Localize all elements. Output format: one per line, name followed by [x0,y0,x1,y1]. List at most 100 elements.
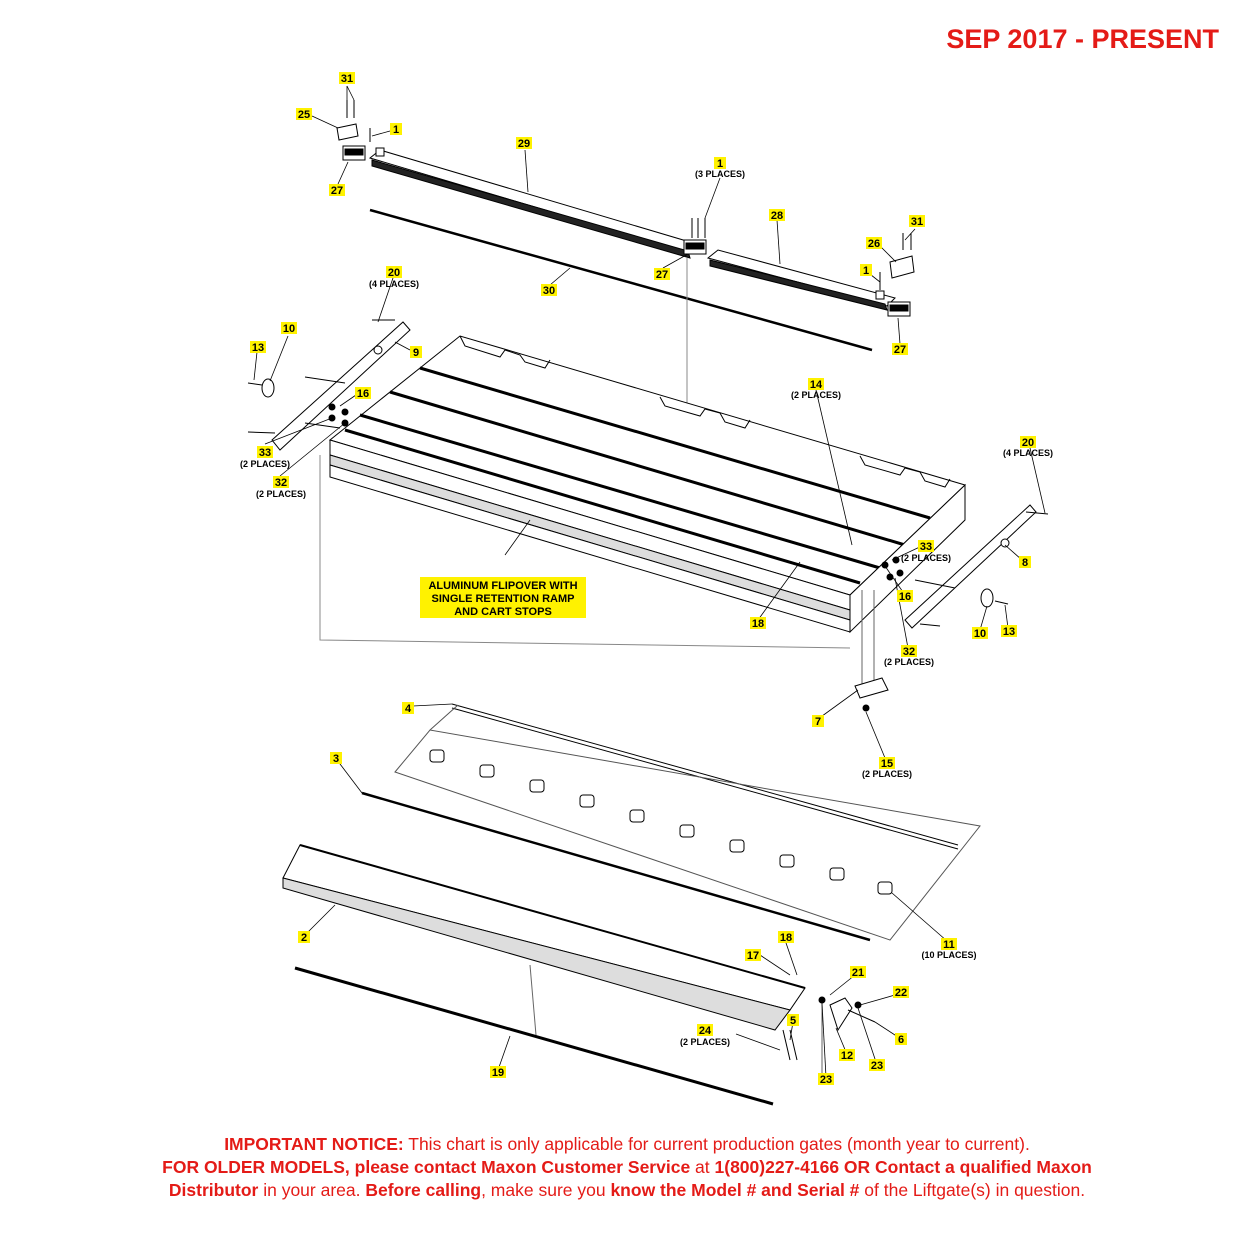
callout: 4 [402,702,414,715]
callout: 7 [812,715,824,728]
callout: 15(2 PLACES) [862,757,912,779]
callout: 28 [769,209,785,222]
callout-number: 11 [943,939,955,951]
callout: 25 [296,108,312,121]
callout-number: 1 [393,124,399,136]
notice-line-2: FOR OLDER MODELS, please contact Maxon C… [0,1156,1254,1179]
callout: 33(2 PLACES) [240,446,290,469]
callout-qty: (2 PLACES) [862,769,912,779]
callout: 21 [850,966,866,979]
callout: 26 [866,237,882,250]
callout-qty: (4 PLACES) [369,279,419,289]
diagram-linework [247,100,1049,1106]
callout: 29 [516,137,532,150]
callout-qty: (10 PLACES) [921,950,976,960]
callout: 8 [1019,556,1031,569]
callout-number: 12 [841,1050,853,1062]
callout: 22 [893,986,909,999]
callout-number: 22 [895,987,907,999]
callout-number: 30 [543,285,555,297]
callout: 10 [972,627,988,640]
callout: 12 [839,1049,855,1062]
callout-number: 32 [275,477,287,489]
callout-qty: (3 PLACES) [695,169,745,179]
callout-qty: (2 PLACES) [680,1037,730,1047]
callout: 16 [897,590,913,603]
callout: 16 [355,387,371,400]
callout-qty: (2 PLACES) [901,553,951,563]
callout-number: 6 [898,1034,904,1046]
callout-number: 20 [388,267,400,279]
callout: 17 [745,949,761,962]
callout-number: 10 [283,323,295,335]
callout: 19 [490,1066,506,1079]
callout-number: 16 [899,591,911,603]
notice-line-3: Distributor in your area. Before calling… [0,1179,1254,1202]
callout-qty: (2 PLACES) [240,459,290,469]
assembly-label-line: AND CART STOPS [454,606,552,618]
callout-number: 10 [974,628,986,640]
callout-number: 3 [333,753,339,765]
callout-number: 33 [259,447,271,459]
date-range-header: SEP 2017 - PRESENT [946,24,1219,54]
callout-number: 31 [341,73,353,85]
callout: 33(2 PLACES) [901,540,951,563]
callout-number: 23 [871,1060,883,1072]
callout: 32(2 PLACES) [884,645,934,667]
callout: 1 [390,123,402,136]
callout: 20(4 PLACES) [1003,436,1053,458]
assembly-label-line: SINGLE RETENTION RAMP [431,593,574,605]
callout: 13 [250,341,266,354]
notice-contact: FOR OLDER MODELS, please contact Maxon C… [162,1157,691,1177]
assembly-label-line: ALUMINUM FLIPOVER WITH [428,580,577,592]
callout: 27 [329,184,345,197]
callout: 27 [892,343,908,356]
callout-number: 23 [820,1074,832,1086]
callout-number: 28 [771,210,783,222]
notice-before-calling: Before calling [365,1180,482,1200]
callouts: 31 25 1 27 29 1(3 PLACES) 28 31 26 1 27 … [240,72,1053,1086]
callout-number: 4 [405,703,412,715]
callout-number: 27 [656,269,668,281]
callout-qty: (2 PLACES) [791,390,841,400]
callout-number: 16 [357,388,369,400]
callout-number: 25 [298,109,310,121]
leader-lines [253,85,1046,1078]
callout-number: 8 [1022,557,1028,569]
callout-number: 19 [492,1067,504,1079]
notice-text: This chart is only applicable for curren… [403,1134,1030,1154]
assembly-label: ALUMINUM FLIPOVER WITH SINGLE RETENTION … [420,577,586,618]
callout: 27 [654,268,670,281]
callout-number: 13 [252,342,264,354]
callout-number: 18 [780,932,792,944]
callout: 6 [895,1033,907,1046]
callout-number: 1 [863,265,869,277]
callout-number: 21 [852,967,864,979]
callout: 9 [410,346,422,359]
notice-text: in your area. [258,1180,366,1200]
important-notice: IMPORTANT NOTICE: This chart is only app… [0,1133,1254,1202]
callout: 23 [818,1073,834,1086]
callout: 1(3 PLACES) [695,157,745,179]
callout: 31 [909,215,925,228]
notice-heading: IMPORTANT NOTICE: [224,1134,404,1154]
callout: 18 [750,617,766,630]
callout: 32(2 PLACES) [256,476,306,499]
callout-number: 27 [331,185,343,197]
callout: 31 [339,72,355,85]
callout: 23 [869,1059,885,1072]
callout-number: 24 [699,1025,712,1037]
callout-number: 18 [752,618,764,630]
notice-text: , make sure you [481,1180,611,1200]
callout-number: 27 [894,344,906,356]
notice-text: of the Liftgate(s) in question. [859,1180,1086,1200]
notice-distributor: Distributor [168,1180,259,1200]
callout-number: 5 [790,1015,796,1027]
callout: 18 [778,931,794,944]
callout-qty: (2 PLACES) [884,657,934,667]
callout: 24(2 PLACES) [680,1024,730,1047]
callout: 20(4 PLACES) [369,266,419,289]
callout: 30 [541,284,557,297]
callout: 13 [1001,625,1017,638]
